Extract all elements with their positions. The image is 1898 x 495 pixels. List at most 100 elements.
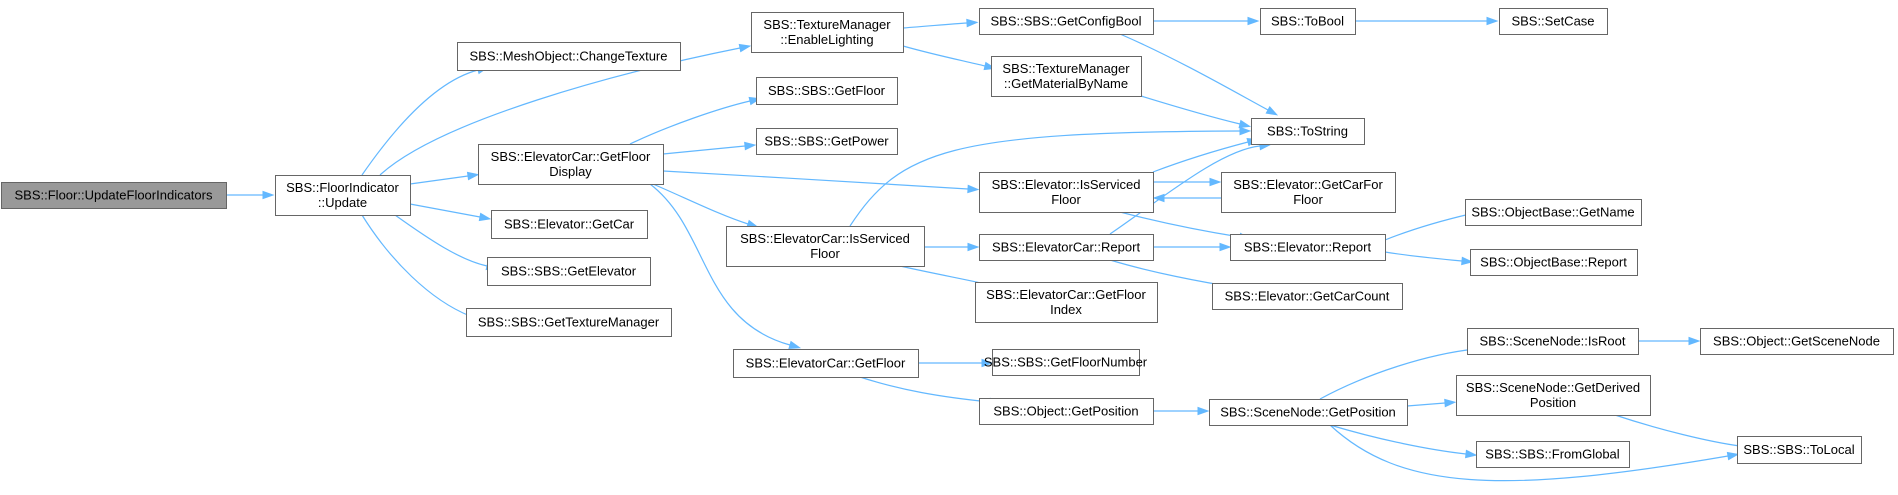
function-node-label: SBS::Elevator::IsServiced	[992, 177, 1141, 192]
function-node-box[interactable]	[275, 175, 411, 216]
call-edge-n20-n12	[1109, 145, 1261, 235]
function-node-box[interactable]	[491, 210, 648, 239]
function-node-label: SBS::SBS::GetTextureManager	[478, 315, 660, 330]
call-edge-arrowhead-n27-n31	[1465, 449, 1478, 459]
function-node-box[interactable]	[1230, 234, 1386, 261]
function-node-box[interactable]	[979, 172, 1154, 213]
function-node-box[interactable]	[1467, 328, 1639, 355]
function-node-box[interactable]	[992, 349, 1140, 376]
function-node-n5[interactable]: SBS::Elevator::GetCar	[491, 210, 648, 239]
function-node-label: SBS::TextureManager	[763, 17, 891, 32]
call-edge-arrowhead-n1-n5	[478, 212, 492, 222]
function-node-n3[interactable]: SBS::TextureManager::EnableLighting	[751, 12, 904, 53]
call-graph-nodes: SBS::Floor::UpdateFloorIndicators SBS::Fl…	[1, 8, 1894, 468]
call-edge-arrowhead-n27-n30	[1444, 398, 1457, 408]
function-node-n13[interactable]: SBS::SBS::GetFloor	[756, 77, 898, 105]
function-node-box[interactable]	[1470, 249, 1638, 276]
function-node-box[interactable]	[487, 257, 651, 286]
function-node-label: Display	[549, 164, 592, 179]
function-node-label: Floor	[1293, 192, 1323, 207]
function-node-label: SBS::SBS::GetFloorNumber	[984, 355, 1148, 370]
function-node-box[interactable]	[979, 398, 1154, 425]
function-node-box[interactable]	[979, 234, 1154, 261]
function-node-box[interactable]	[1456, 375, 1651, 416]
function-node-label: SBS::SBS::GetElevator	[501, 264, 637, 279]
function-node-n9[interactable]: SBS::TextureManager::GetMaterialByName	[991, 56, 1142, 97]
function-node-label: SBS::ElevatorCar::GetFloor	[746, 356, 906, 371]
function-node-n17[interactable]: SBS::ElevatorCar::GetFloor	[733, 349, 919, 378]
call-edge-arrowhead-n16-n12	[1239, 126, 1252, 136]
function-node-n22[interactable]: SBS::ObjectBase::GetName	[1465, 199, 1642, 226]
function-node-n29[interactable]: SBS::Object::GetSceneNode	[1700, 328, 1894, 355]
function-node-box[interactable]	[756, 128, 898, 155]
call-edge-n9-n12	[1140, 95, 1241, 125]
call-edge-arrowhead-n1-n4	[466, 171, 480, 181]
function-node-label: ::GetMaterialByName	[1004, 76, 1128, 91]
function-node-label: SBS::SceneNode::GetPosition	[1220, 405, 1396, 420]
function-node-box[interactable]	[1, 182, 227, 209]
call-edge-n4-n13	[629, 100, 751, 145]
call-edge-n4-n16	[652, 183, 749, 225]
function-node-box[interactable]	[1221, 172, 1396, 213]
function-node-box[interactable]	[1700, 328, 1894, 355]
function-node-box[interactable]	[466, 308, 672, 337]
call-edge-n19-n23	[1384, 251, 1463, 262]
function-node-box[interactable]	[756, 77, 898, 105]
function-node-n2[interactable]: SBS::MeshObject::ChangeTexture	[457, 42, 681, 71]
function-node-n12[interactable]: SBS::ToString	[1251, 118, 1365, 145]
function-node-label: SBS::ElevatorCar::Report	[992, 240, 1141, 255]
function-node-box[interactable]	[1209, 399, 1408, 426]
function-node-n1[interactable]: SBS::FloorIndicator::Update	[275, 175, 411, 216]
function-node-box[interactable]	[1476, 441, 1630, 468]
function-node-n24[interactable]: SBS::Elevator::GetCarCount	[1212, 283, 1403, 310]
function-node-label: SBS::SBS::GetConfigBool	[990, 14, 1141, 29]
function-node-box[interactable]	[733, 349, 919, 378]
function-node-n10[interactable]: SBS::ToBool	[1260, 8, 1356, 35]
function-node-box[interactable]	[991, 56, 1142, 97]
function-node-box[interactable]	[1465, 199, 1642, 226]
function-node-n11[interactable]: SBS::SetCase	[1499, 8, 1608, 35]
function-node-n31[interactable]: SBS::SBS::FromGlobal	[1476, 441, 1630, 468]
function-node-n14[interactable]: SBS::SBS::GetPower	[756, 128, 898, 155]
function-node-box[interactable]	[457, 42, 681, 71]
function-node-box[interactable]	[1251, 118, 1365, 145]
function-node-n27[interactable]: SBS::SceneNode::GetPosition	[1209, 399, 1408, 426]
function-node-box[interactable]	[726, 226, 925, 267]
function-node-n6[interactable]: SBS::SBS::GetElevator	[487, 257, 651, 286]
function-node-box[interactable]	[1737, 436, 1862, 464]
function-node-box[interactable]	[751, 12, 904, 53]
function-node-label: SBS::TextureManager	[1002, 61, 1130, 76]
function-node-label: SBS::Floor::UpdateFloorIndicators	[15, 188, 213, 203]
call-edge-n1-n4	[409, 175, 469, 185]
call-edge-n27-n30	[1406, 402, 1446, 407]
function-node-n0[interactable]: SBS::Floor::UpdateFloorIndicators	[1, 182, 227, 209]
function-node-box[interactable]	[478, 144, 664, 185]
function-node-n8[interactable]: SBS::SBS::GetConfigBool	[979, 8, 1154, 35]
function-node-n23[interactable]: SBS::ObjectBase::Report	[1470, 249, 1638, 276]
function-node-n28[interactable]: SBS::SceneNode::IsRoot	[1467, 328, 1639, 355]
call-edge-arrowhead-n28-n29	[1688, 336, 1701, 346]
call-edge-arrowhead-n9-n12	[1238, 119, 1252, 129]
function-node-box[interactable]	[975, 282, 1158, 323]
function-node-label: SBS::SBS::GetPower	[764, 134, 889, 149]
function-node-box[interactable]	[979, 8, 1154, 35]
function-node-label: SBS::SBS::FromGlobal	[1485, 447, 1619, 462]
function-node-n26[interactable]: SBS::Object::GetPosition	[979, 398, 1154, 425]
call-edge-n1-n6	[394, 214, 488, 267]
function-node-n20[interactable]: SBS::ElevatorCar::Report	[979, 234, 1154, 261]
function-node-n32[interactable]: SBS::SBS::ToLocal	[1737, 436, 1862, 464]
function-node-box[interactable]	[1499, 8, 1608, 35]
call-edge-arrowhead-n4-n17	[788, 340, 802, 350]
function-node-box[interactable]	[1212, 283, 1403, 310]
function-node-n7[interactable]: SBS::SBS::GetTextureManager	[466, 308, 672, 337]
function-node-n19[interactable]: SBS::Elevator::Report	[1230, 234, 1386, 261]
function-node-box[interactable]	[1260, 8, 1356, 35]
function-node-n25[interactable]: SBS::SBS::GetFloorNumber	[984, 349, 1148, 376]
function-node-label: SBS::SBS::ToLocal	[1743, 442, 1854, 457]
